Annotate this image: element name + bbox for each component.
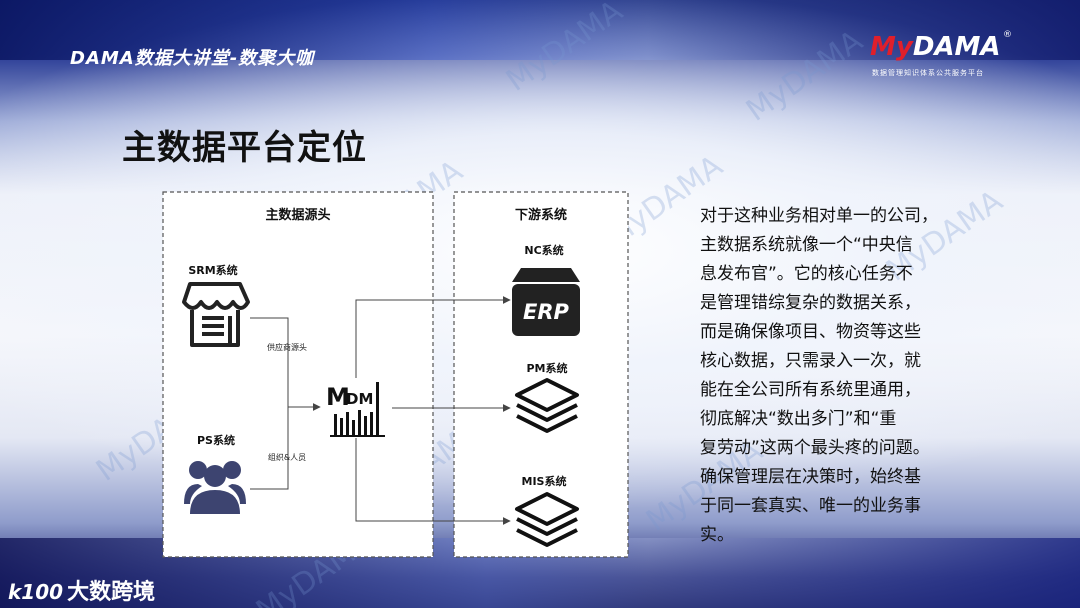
layers-icon [515, 378, 579, 433]
hub-label-dm: DM [346, 390, 373, 408]
target-label-nc: NC系统 [524, 243, 563, 257]
erp-box-icon: ERP [512, 268, 580, 336]
edge-label-org: 组织&人员 [268, 452, 306, 462]
logo-registered: ® [1003, 30, 1012, 40]
store-icon [182, 282, 250, 347]
mdm-icon: M DM [326, 382, 385, 437]
header-title: DAMA数据大讲堂-数聚大咖 [70, 48, 315, 69]
bottom-logo-text: 大数跨境 [67, 580, 156, 605]
body-line: 而是确保像项目、物资等这些 [700, 322, 921, 342]
users-icon [184, 461, 246, 514]
logo-subtitle: 数据管理知识体系公共服务平台 [872, 69, 984, 77]
source-label-ps: PS系统 [197, 433, 235, 447]
layers-icon [515, 492, 579, 547]
body-line: 于同一套真实、唯一的业务事 [700, 496, 921, 516]
k100-logo-icon: k100 [8, 580, 64, 604]
downstream-box-title: 下游系统 [515, 207, 567, 223]
body-line: 复劳动”这两个最头疼的问题。 [700, 438, 930, 458]
body-line: 对于这种业务相对单一的公司， [700, 206, 938, 226]
body-line: 主数据系统就像一个“中央信 [700, 235, 913, 255]
top-banner [0, 0, 1080, 60]
body-line: 能在全公司所有系统里通用， [700, 380, 921, 400]
target-label-pm: PM系统 [526, 361, 567, 375]
body-line: 息发布官”。它的核心任务不 [700, 264, 913, 284]
body-line: 彻底解决“数出多门”和“重 [700, 409, 897, 429]
target-label-mis: MIS系统 [522, 474, 567, 488]
erp-icon-text: ERP [523, 300, 570, 324]
page-title: 主数据平台定位 [122, 128, 367, 168]
body-line: 确保管理层在决策时，始终基 [700, 467, 921, 487]
source-label-srm: SRM系统 [188, 263, 237, 277]
body-line: 核心数据，只需录入一次，就 [700, 351, 921, 371]
source-box-title: 主数据源头 [265, 207, 330, 223]
body-line: 是管理错综复杂的数据关系， [700, 293, 921, 313]
hub-label-m: M [326, 383, 350, 411]
logo-wordmark: MyDAMA [870, 32, 1001, 62]
body-line: 实。 [700, 525, 734, 545]
body-text: 对于这种业务相对单一的公司， 主数据系统就像一个“中央信 息发布官”。它的核心任… [700, 202, 990, 550]
mydama-logo: MyDAMA ® 数据管理知识体系公共服务平台 [870, 30, 1020, 82]
edge-label-supplier: 供应商源头 [267, 342, 307, 352]
